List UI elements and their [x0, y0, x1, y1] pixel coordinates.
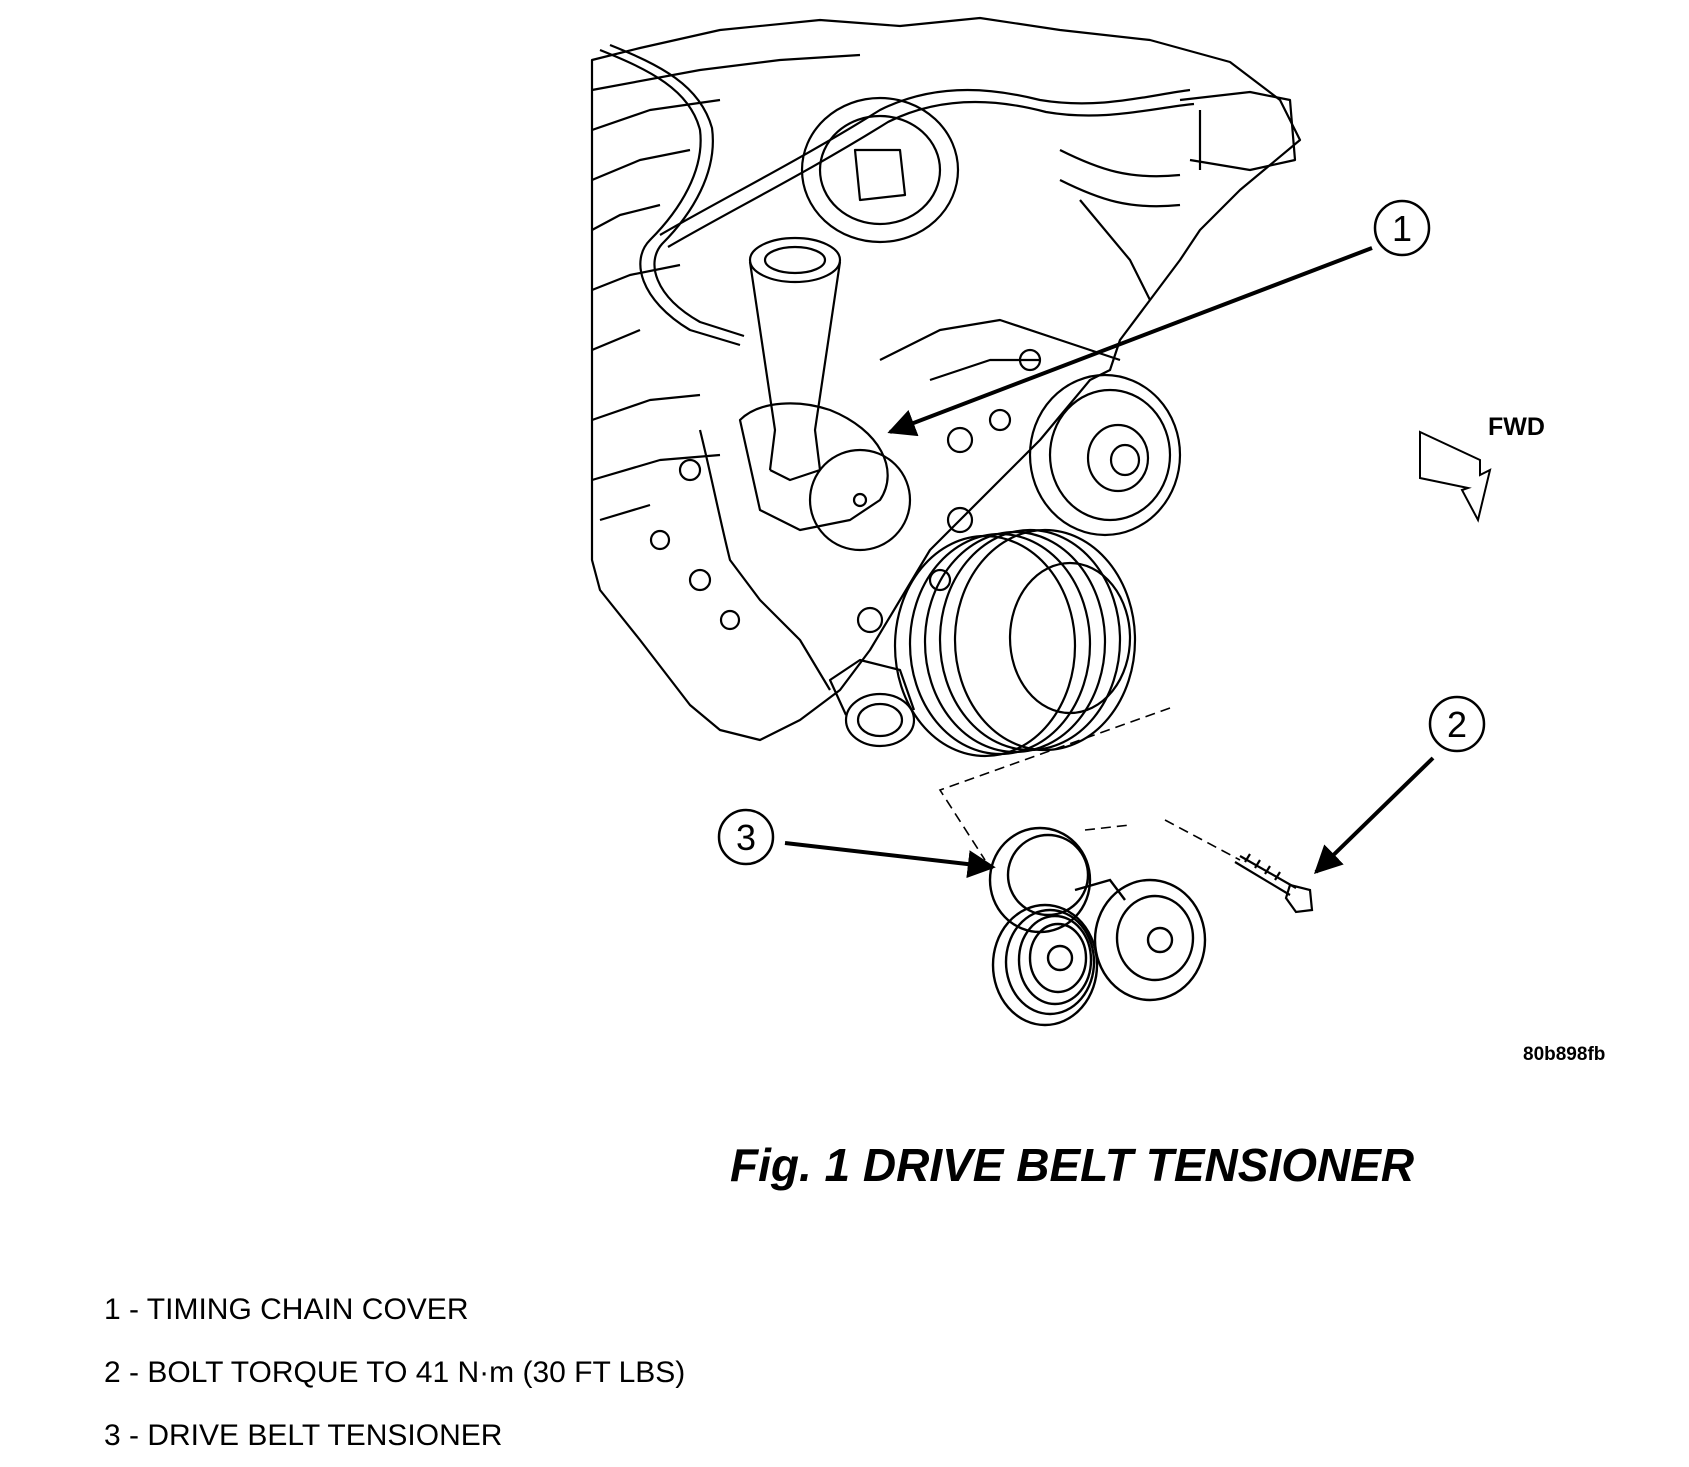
engine-block	[590, 16, 1302, 758]
engine-diagram: FWD 1 2 3 80b898fb	[590, 16, 1605, 1065]
callout-2-leader	[1313, 756, 1435, 874]
callout-3: 3	[717, 808, 996, 879]
legend-item-3: 3 - DRIVE BELT TENSIONER	[104, 1419, 503, 1452]
legend-item-1: 1 - TIMING CHAIN COVER	[104, 1293, 469, 1326]
legend-item-2: 2 - BOLT TORQUE TO 41 N·m (30 FT LBS)	[104, 1356, 686, 1389]
callout-3-leader	[784, 841, 996, 879]
parts-legend: 1 - TIMING CHAIN COVER 2 - BOLT TORQUE T…	[104, 1278, 685, 1467]
mounting-guide-line	[938, 707, 1241, 861]
callout-3-number: 3	[736, 817, 756, 858]
callout-2-number: 2	[1447, 704, 1467, 745]
callout-2: 2	[1313, 695, 1486, 874]
callout-1: 1	[887, 199, 1431, 437]
forward-direction-arrow	[1419, 430, 1492, 523]
figure-code: 80b898fb	[1523, 1044, 1605, 1065]
callout-1-leader	[887, 246, 1373, 437]
tensioner-bolt	[1234, 853, 1314, 914]
drive-belt-tensioner	[988, 826, 1207, 1027]
callout-1-number: 1	[1392, 208, 1412, 249]
fwd-label: FWD	[1488, 413, 1545, 441]
figure-caption: Fig. 1 DRIVE BELT TENSIONER	[730, 1139, 1415, 1191]
